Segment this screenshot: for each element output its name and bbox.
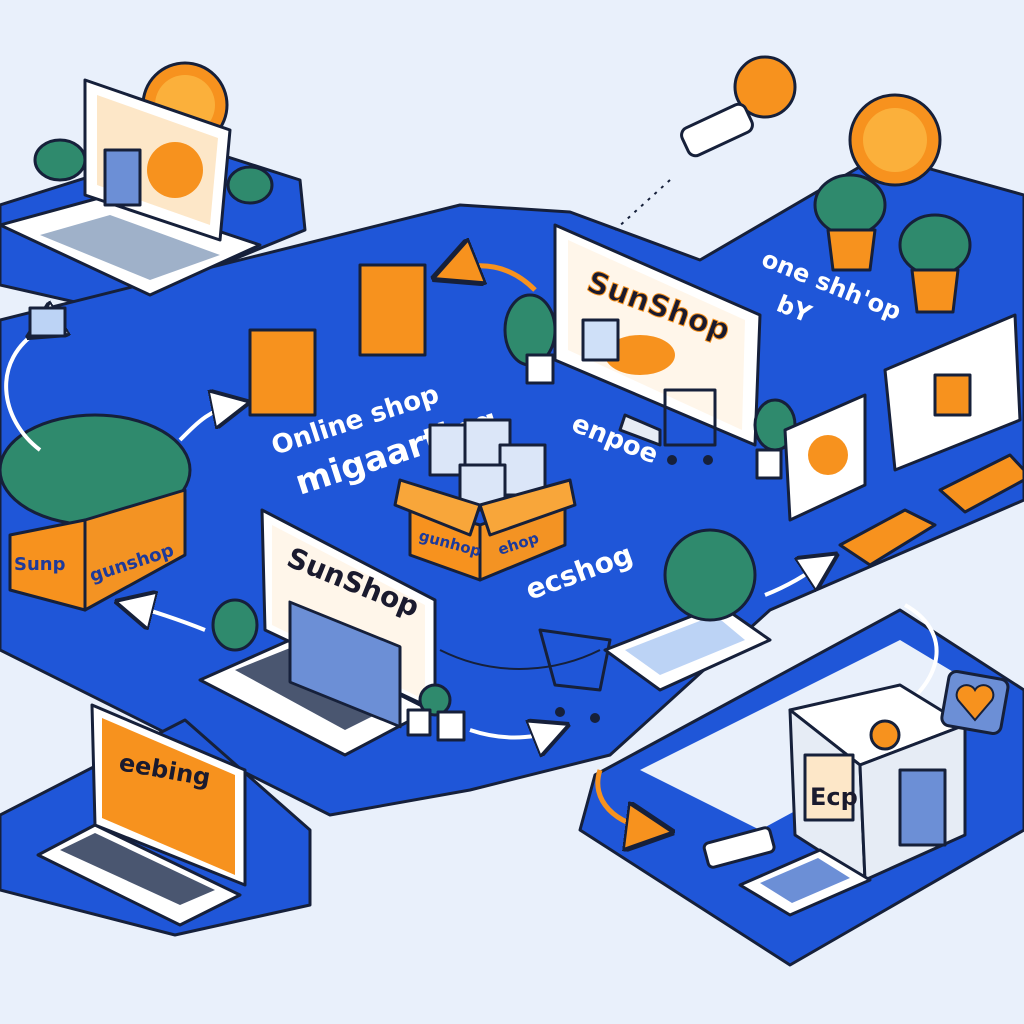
plant-icon — [663, 528, 757, 622]
card-reader-icon — [702, 826, 776, 869]
plant-icon — [33, 138, 87, 182]
arrow-to-boxes — [178, 405, 235, 442]
keyboard-icon — [838, 508, 937, 567]
usb-device-icon — [680, 102, 754, 158]
sun-icon — [848, 93, 942, 187]
kiosk-screen-text: Ecp — [810, 783, 858, 811]
tablet-icon — [738, 848, 872, 917]
potted-plant-icon — [406, 683, 466, 742]
arrow-to-cart — [469, 730, 555, 738]
arrow-to-right — [764, 562, 825, 597]
plant-box: Sunp gunshop — [0, 413, 192, 612]
stacked-boxes — [248, 263, 427, 417]
kiosk-machine: Ecp — [788, 683, 967, 882]
laptop-top-left — [0, 78, 262, 297]
arrow-orange-bottom — [595, 769, 655, 830]
dotted-connector — [614, 179, 671, 231]
box-label-front: Sunp — [14, 554, 66, 575]
plant-icon — [211, 598, 259, 652]
arrow-left-loop — [4, 330, 40, 452]
shopping-cart-icon — [538, 628, 612, 723]
monitor-right-small — [783, 393, 867, 522]
potted-plant-icon — [813, 173, 887, 272]
arrow-from-laptop — [130, 605, 206, 632]
arrow-orange-top — [450, 266, 537, 292]
keyboard-icon — [938, 453, 1024, 514]
shopping-cart-icon — [663, 388, 717, 465]
orange-ball-icon — [733, 55, 797, 119]
loop-line — [439, 649, 601, 670]
tablet-icon — [603, 603, 772, 692]
heart-icon — [940, 669, 1010, 736]
plant-icon — [226, 165, 274, 205]
laptop-bottom-left: eebing — [36, 703, 247, 927]
tag-icon — [28, 306, 67, 338]
center-product-box: gunhop ehop — [393, 418, 577, 582]
plant-icon — [503, 293, 557, 385]
monitor-right — [883, 313, 1022, 472]
potted-plant-icon — [898, 213, 972, 314]
